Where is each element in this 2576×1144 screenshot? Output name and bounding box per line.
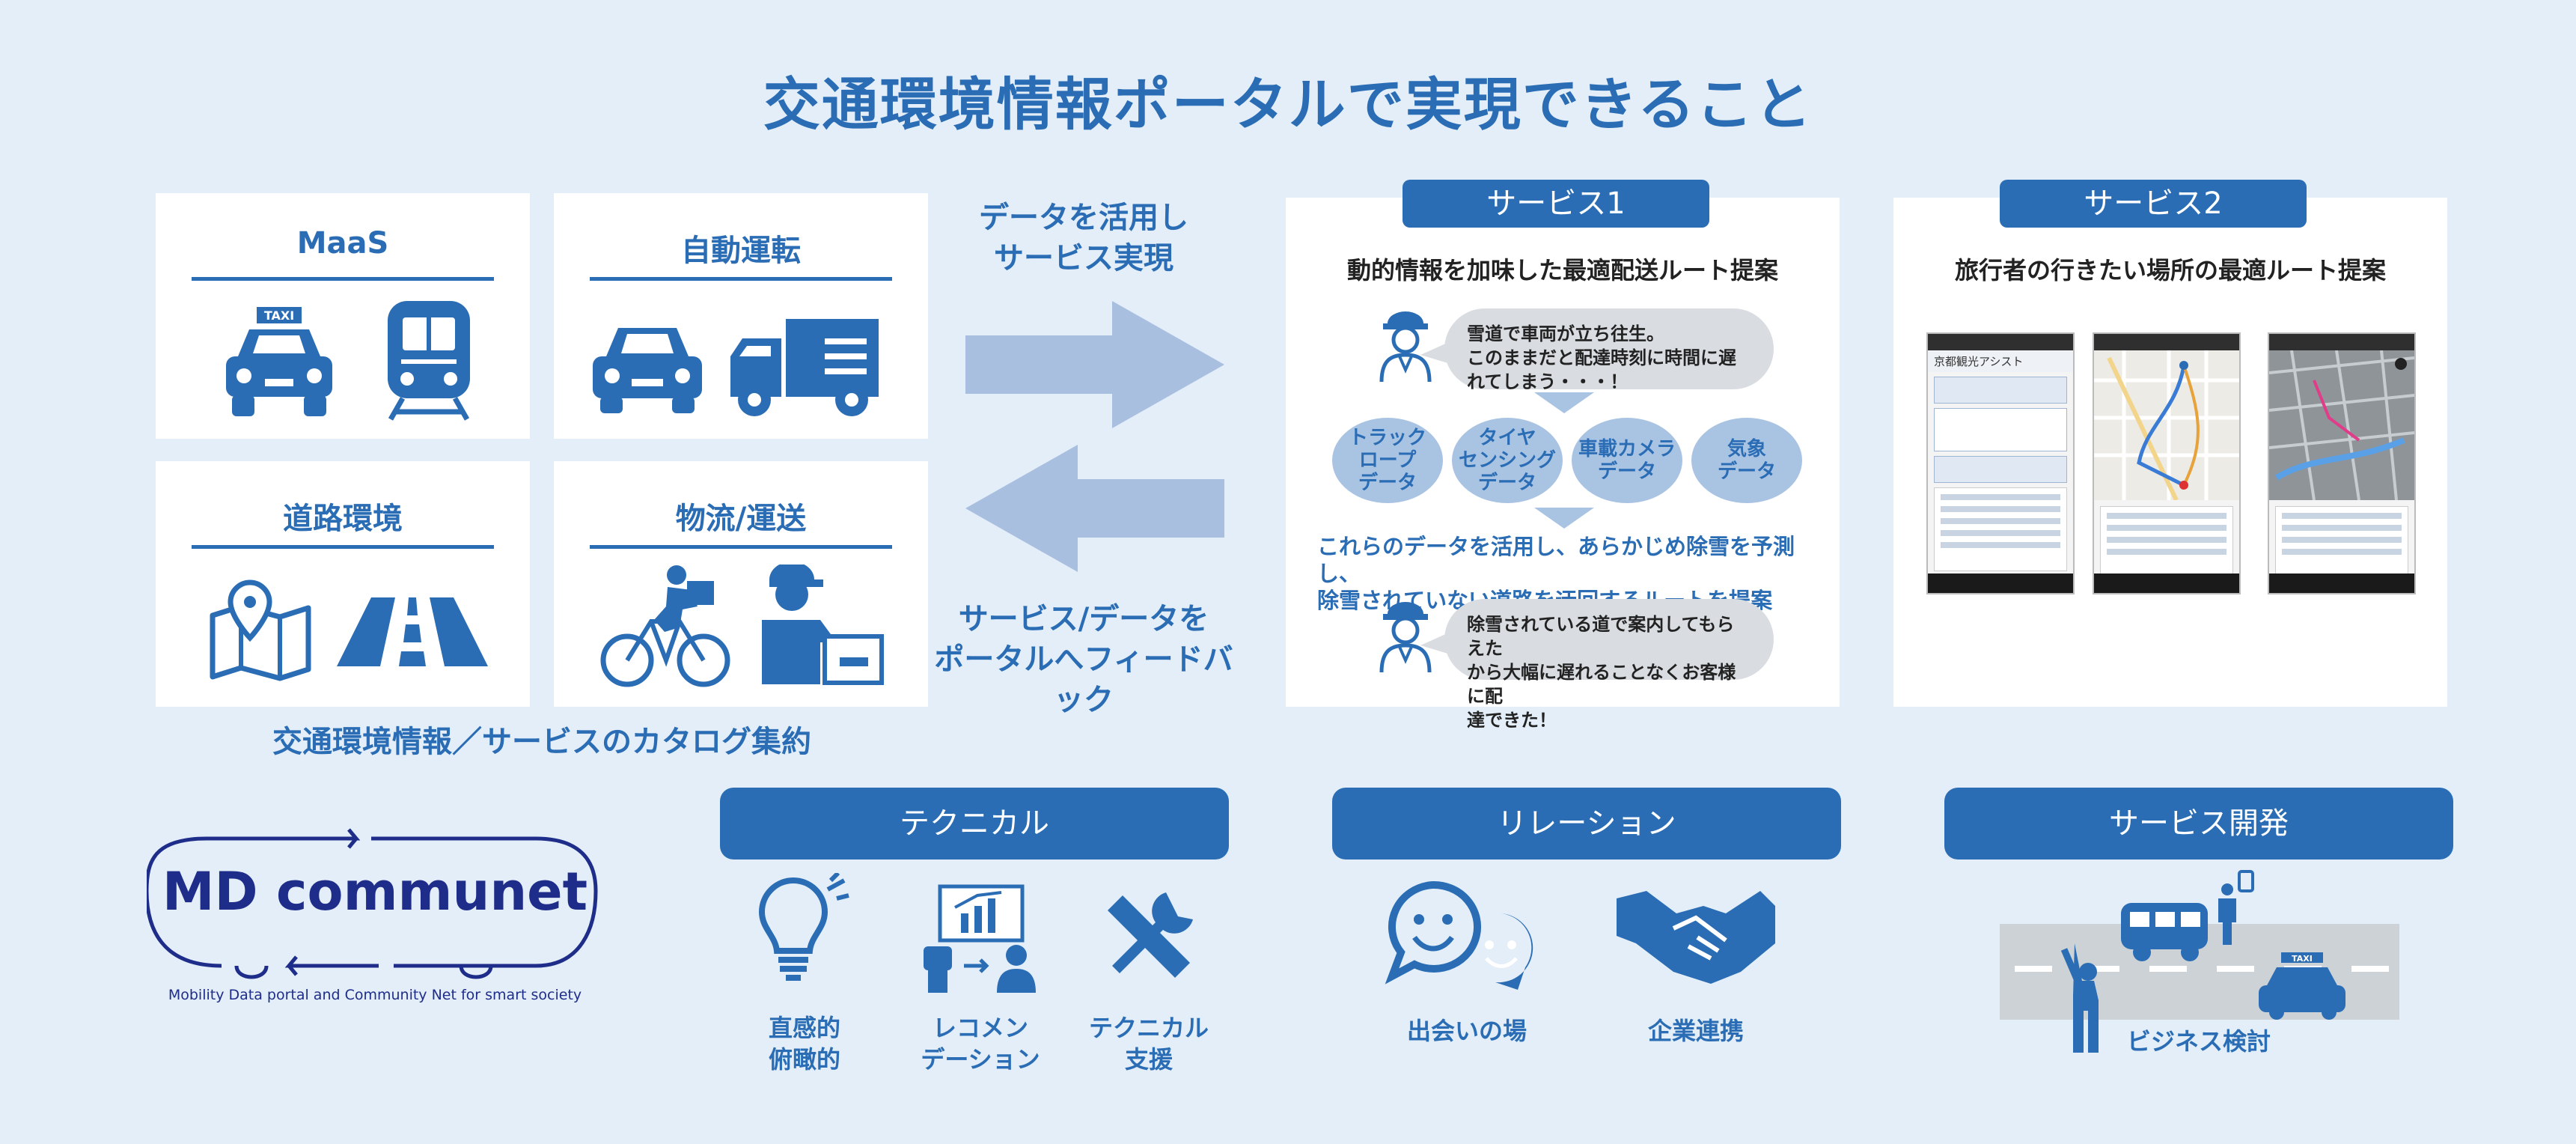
phone-screenshot-map — [2093, 332, 2241, 594]
taxi-icon: TAXI — [226, 307, 332, 416]
service2-tab: サービス2 — [2000, 180, 2307, 228]
feature-business-review: ビジネス検討 — [2126, 1027, 2271, 1056]
bubble-tail — [1420, 632, 1450, 654]
svg-text:TAXI: TAXI — [2292, 954, 2313, 964]
app-title: 京都観光アシスト — [1928, 350, 2073, 372]
data-item-truck: トラック ロープ データ — [1332, 418, 1443, 503]
svg-text:TAXI: TAXI — [264, 308, 294, 323]
divider — [192, 277, 494, 281]
category-card-logistics: 物流/運送 — [554, 461, 928, 707]
category-card-maas: MaaS TAXI — [156, 193, 530, 439]
arrow-right-icon — [965, 301, 1224, 428]
divider — [192, 545, 494, 549]
category-title: 自動運転 — [681, 234, 801, 268]
arrow-left-icon — [965, 445, 1224, 572]
page-title: 交通環境情報ポータルで実現できること — [763, 71, 1813, 138]
group-service-development: サービス開発 — [1944, 788, 2453, 859]
feature-technical-support: テクニカル 支援 — [1088, 1014, 1209, 1074]
data-item-tire: タイヤ センシング データ — [1452, 418, 1563, 503]
service1-tab: サービス1 — [1403, 180, 1709, 228]
street-scene-icon: TAXI — [2000, 870, 2399, 1053]
phone-screenshot-app: 京都観光アシスト — [1926, 332, 2075, 594]
feature-meeting-place: 出会いの場 — [1406, 1017, 1527, 1045]
divider — [590, 277, 892, 281]
down-triangle-icon — [1534, 508, 1594, 529]
truck-icon — [730, 319, 879, 416]
speech-bubble-problem: 雪道で車両が立ち往生。 このままだと配達時刻に時間に遅 れてしまう・・・！ — [1444, 308, 1774, 392]
map-3d-icon — [2269, 350, 2414, 501]
category-title: 道路環境 — [283, 502, 403, 536]
category-title: 物流/運送 — [675, 502, 807, 536]
catalog-label: 交通環境情報／サービスのカタログ集約 — [272, 725, 811, 759]
handshake-icon — [1617, 891, 1775, 984]
bicycle-courier-icon — [600, 565, 730, 687]
driver-icon — [1379, 311, 1432, 383]
chat-faces-icon — [1385, 880, 1533, 990]
category-card-road: 道路環境 — [156, 461, 530, 707]
data-item-weather: 気象 データ — [1691, 418, 1802, 503]
arrow-label-bottom: サービス/データを ポータルへフィードバック — [934, 602, 1233, 717]
driver-icon — [1379, 602, 1432, 673]
divider — [590, 545, 892, 549]
category-title: MaaS — [296, 226, 389, 261]
map-route-icon — [2094, 350, 2239, 502]
feature-recommendation: レコメン デーション — [921, 1014, 1040, 1074]
logo-name: MD communet — [162, 861, 588, 922]
down-triangle-icon — [1534, 392, 1594, 413]
speech-bubble-solution: 除雪されている道で案内してもらえた から大幅に遅れることなくお客様に配 達できた… — [1444, 599, 1774, 731]
arrow-label-top: データを活用し サービス実現 — [979, 201, 1188, 276]
md-communet-logo — [147, 828, 598, 979]
feature-intuitive: 直感的 俯瞰的 — [768, 1014, 840, 1074]
tools-icon — [1108, 892, 1193, 978]
feature-corporate-partnership: 企業連携 — [1647, 1017, 1744, 1045]
lightbulb-icon — [758, 873, 849, 981]
robot-recommendation-icon — [924, 884, 1036, 993]
train-icon — [388, 301, 470, 421]
service1-subtitle: 動的情報を加味した最適配送ルート提案 — [1346, 256, 1778, 285]
delivery-person-icon — [762, 565, 884, 685]
group-relation: リレーション — [1332, 788, 1841, 859]
road-icon — [337, 597, 488, 666]
data-item-camera: 車載カメラ データ — [1572, 418, 1682, 503]
logo-tagline: Mobility Data portal and Community Net f… — [168, 987, 582, 1003]
car-icon — [593, 328, 702, 413]
category-card-autonomous: 自動運転 — [554, 193, 928, 439]
service2-subtitle: 旅行者の行きたい場所の最適ルート提案 — [1954, 256, 2386, 285]
map-pin-icon — [210, 579, 311, 681]
phone-screenshot-3d-map — [2268, 332, 2416, 594]
bubble-tail — [1420, 341, 1450, 364]
group-technical: テクニカル — [720, 788, 1229, 859]
